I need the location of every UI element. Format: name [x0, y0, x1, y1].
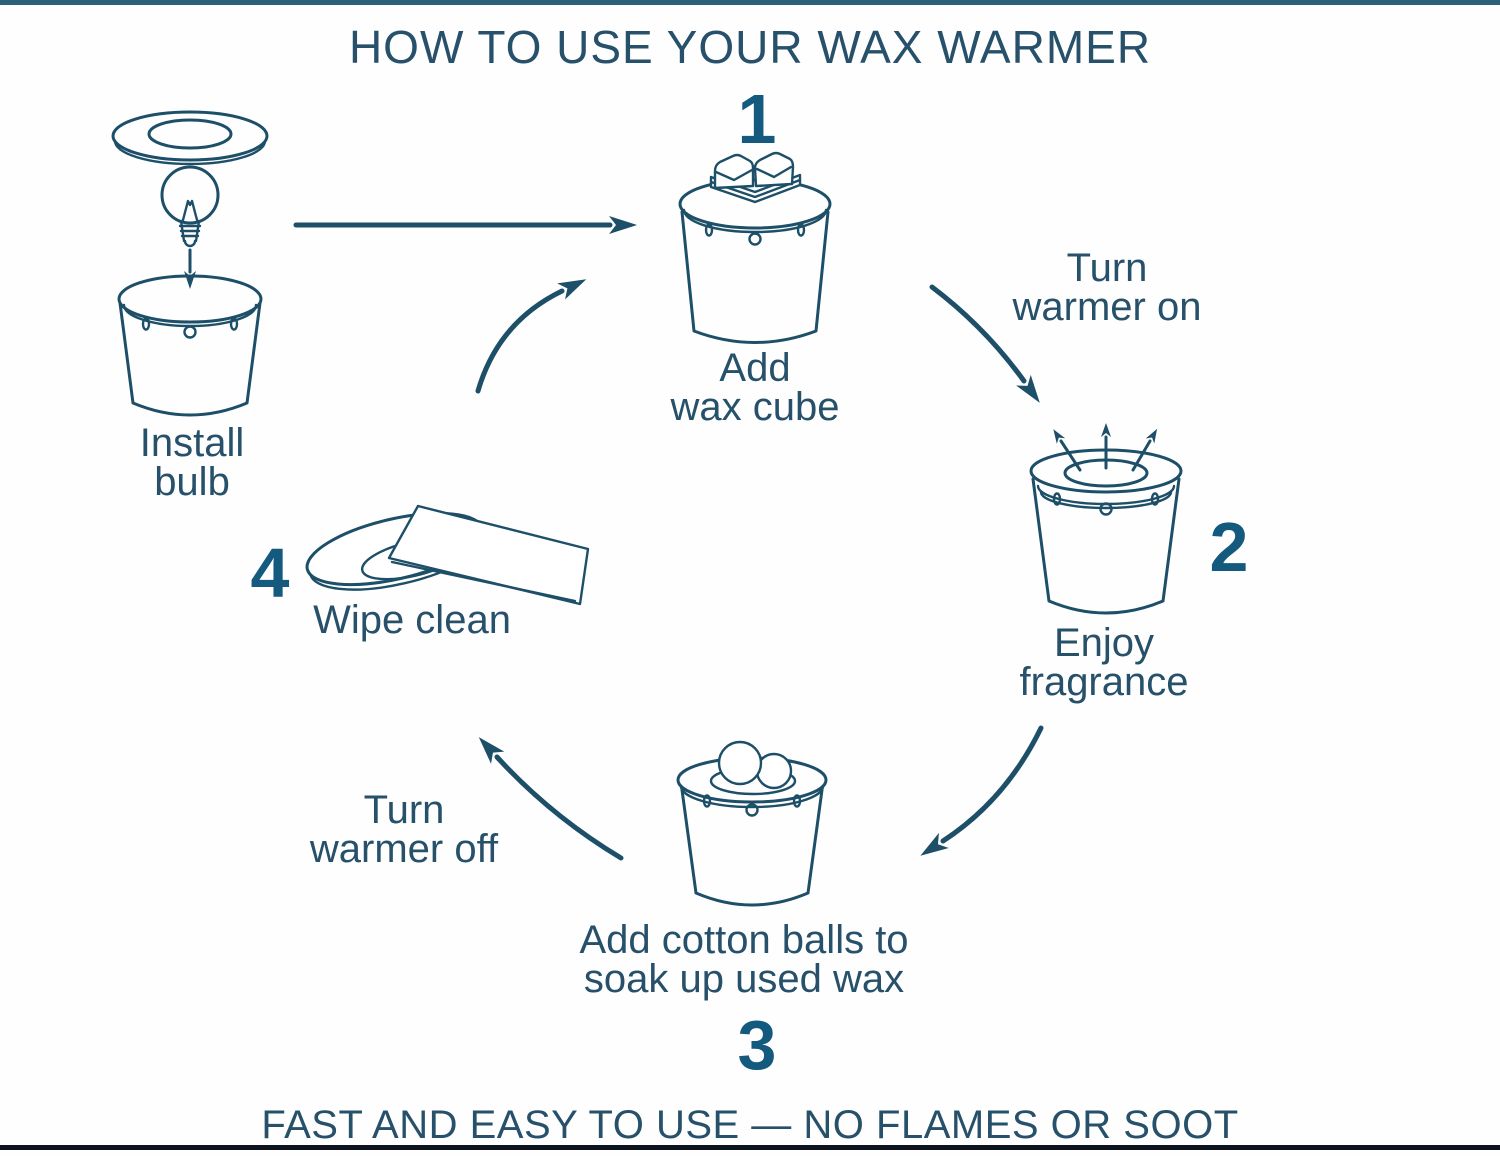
- step3-label-line1: Add cotton balls to: [579, 918, 909, 962]
- cotton-ball-icon: [755, 752, 793, 790]
- step4-label: Wipe clean: [313, 598, 511, 642]
- step2-warmer-fragrance-icon: [1029, 423, 1183, 615]
- turn-warmer-on-line1: Turn: [1066, 246, 1148, 290]
- step2-label: Enjoy fragrance: [1019, 621, 1189, 705]
- turn-warmer-off-line2: warmer off: [309, 827, 499, 872]
- step2-number: 2: [1209, 508, 1249, 586]
- step4-number: 4: [250, 534, 290, 612]
- page-title: HOW TO USE YOUR WAX WARMER: [348, 21, 1152, 73]
- turn-warmer-on-line2: warmer on: [1012, 285, 1202, 330]
- step1-label-line2: wax cube: [670, 385, 840, 430]
- step4-wipe-dish-icon: [305, 504, 590, 606]
- step3-label-line2: soak up used wax: [583, 957, 905, 1002]
- light-bulb-icon: [160, 165, 220, 248]
- turn-warmer-off-line1: Turn: [363, 788, 445, 832]
- step1-warmer-wax-cubes-icon: [678, 151, 832, 344]
- step2-label-line2: fragrance: [1019, 660, 1189, 705]
- install-bulb-label: Install bulb: [139, 421, 245, 505]
- step3-number: 3: [737, 1006, 777, 1084]
- step1-label: Add wax cube: [670, 346, 840, 430]
- step3-label: Add cotton balls to soak up used wax: [579, 918, 909, 1002]
- bottom-border-rule: [0, 1145, 1500, 1150]
- step1-label-line1: Add: [719, 346, 791, 390]
- cloth-icon: [387, 504, 590, 606]
- step1-number: 1: [737, 80, 777, 158]
- step4-label-line1: Wipe clean: [313, 598, 511, 642]
- step3-warmer-cotton-balls-icon: [676, 740, 828, 907]
- install-bulb-icon: [111, 110, 269, 417]
- cotton-ball-icon: [717, 740, 763, 786]
- turn-warmer-off-label: Turn warmer off: [309, 788, 499, 872]
- arrow-step4-to-step1: [475, 279, 587, 394]
- footer-tagline: FAST AND EASY TO USE — NO FLAMES OR SOOT: [261, 1103, 1239, 1147]
- arrow-step2-to-step3: [920, 725, 1044, 856]
- arrow-step3-to-step4: [478, 737, 624, 861]
- arrow-step1-to-step2: [929, 284, 1040, 403]
- step2-label-line1: Enjoy: [1053, 621, 1155, 665]
- fragrance-arrows-icon: [1053, 423, 1158, 472]
- top-border-rule: [0, 0, 1500, 5]
- install-bulb-line1: Install: [139, 421, 245, 465]
- turn-warmer-on-label: Turn warmer on: [1012, 246, 1202, 330]
- install-bulb-line2: bulb: [154, 460, 230, 505]
